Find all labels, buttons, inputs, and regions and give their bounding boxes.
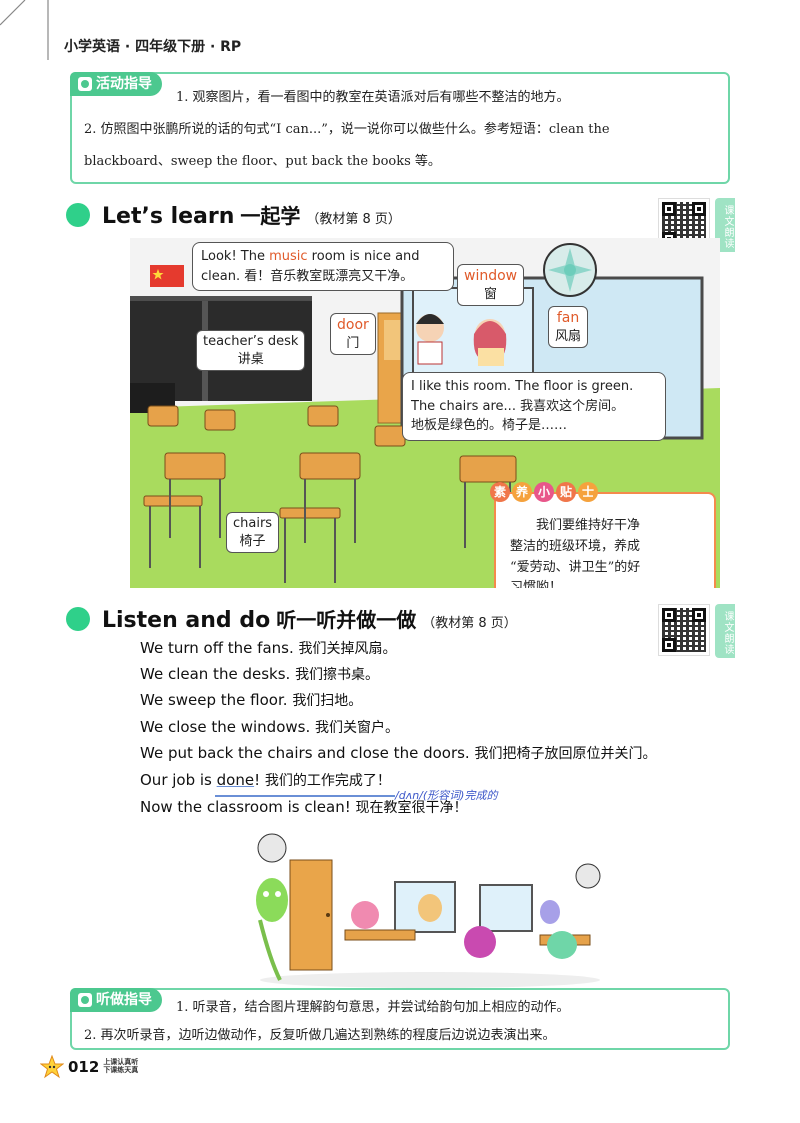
- page-footer: 012 上课认真听 下课练天真: [40, 1055, 138, 1079]
- rhyme-line: We clean the desks. 我们擦书桌。: [140, 665, 380, 683]
- activity-guide-line-2: 2. 仿照图中张鹏所说的话的句式“I can...”，说一说你可以做些什么。参考…: [84, 122, 610, 137]
- monsters-cleaning-illustration: [256, 833, 601, 988]
- rhyme-line: We put back the chairs and close the doo…: [140, 744, 657, 762]
- rhyme-line: Our job is done! 我们的工作完成了！: [140, 771, 391, 789]
- audio-side-tab[interactable]: 课文朗读: [715, 604, 735, 658]
- word-done-annotation: /dʌn/(形容词)完成的: [395, 789, 498, 802]
- section-bullet-icon: [66, 606, 90, 631]
- page-number: 012: [68, 1058, 100, 1076]
- label-window: window 窗: [457, 264, 525, 307]
- listen-do-textbook-ref: （教材第 8 页）: [422, 616, 517, 631]
- rhyme-line: Now the classroom is clean! 现在教室很干净！: [140, 798, 468, 816]
- activity-guide-tag: 活动指导: [70, 72, 162, 96]
- page-corner-decoration: [0, 0, 49, 60]
- activity-guide-box: 活动指导 1. 观察图片，看一看图中的教室在英语派对后有哪些不整洁的地方。 2.…: [70, 72, 730, 184]
- label-chairs: chairs 椅子: [226, 512, 280, 554]
- word-done: done: [216, 771, 255, 789]
- rhyme-line: We close the windows. 我们关窗户。: [140, 718, 400, 736]
- rhyme-line: We sweep the floor. 我们扫地。: [140, 691, 363, 709]
- literacy-tips-tag: 素 养 小 贴 士: [490, 482, 598, 502]
- star-mascot-icon: [40, 1055, 64, 1079]
- listen-do-title-cn: 听一听并做一做: [276, 608, 417, 632]
- lets-learn-title-en: Let’s learn: [102, 204, 235, 229]
- pencil-icon: [78, 993, 92, 1007]
- annotation-underline: [215, 795, 395, 797]
- listen-guide-tag: 听做指导: [70, 988, 162, 1012]
- lets-learn-title: Let’s learn 一起学 （教材第 8 页）: [66, 200, 401, 229]
- lets-learn-textbook-ref: （教材第 8 页）: [306, 212, 401, 227]
- classroom-illustration: Look! The music room is nice and clean. …: [130, 238, 720, 588]
- label-fan: fan 风扇: [548, 306, 589, 349]
- speech-bubble-music-room: Look! The music room is nice and clean. …: [192, 242, 454, 291]
- rhyme-line: We turn off the fans. 我们关掉风扇。: [140, 639, 397, 657]
- activity-guide-line-1: 1. 观察图片，看一看图中的教室在英语派对后有哪些不整洁的地方。: [176, 90, 570, 105]
- listen-do-title-en: Listen and do: [102, 608, 271, 633]
- pencil-icon: [78, 77, 92, 91]
- speech-bubble-like-room: I like this room. The floor is green. Th…: [402, 372, 666, 441]
- qr-code-icon[interactable]: [658, 604, 710, 656]
- label-teachers-desk: teacher’s desk 讲桌: [196, 330, 306, 372]
- listen-guide-box: 听做指导 1. 听录音，结合图片理解韵句意思，并尝试给韵句加上相应的动作。 2.…: [70, 988, 730, 1050]
- literacy-tips-box: 素 养 小 贴 士 我们要维持好干净 整洁的班级环境，养成 “爱劳动、讲卫生”的…: [490, 482, 716, 588]
- listen-guide-line-1: 1. 听录音，结合图片理解韵句意思，并尝试给韵句加上相应的动作。: [176, 1000, 570, 1015]
- audio-side-tab[interactable]: 课文朗读: [715, 198, 735, 252]
- book-header: 小学英语 · 四年级下册 · RP: [64, 39, 242, 55]
- activity-guide-line-3: blackboard、sweep the floor、put back the …: [84, 154, 441, 169]
- listen-guide-line-2: 2. 再次听录音，边听边做动作，反复听做几遍达到熟练的程度后边说边表演出来。: [84, 1028, 556, 1043]
- footer-slogan: 上课认真听 下课练天真: [103, 1058, 139, 1074]
- label-door: door 门: [330, 313, 376, 356]
- lets-learn-title-cn: 一起学: [240, 204, 301, 228]
- activity-guide-tag-label: 活动指导: [96, 76, 152, 92]
- section-bullet-icon: [66, 202, 90, 227]
- listen-guide-tag-label: 听做指导: [96, 992, 152, 1008]
- listen-do-title: Listen and do 听一听并做一做 （教材第 8 页）: [66, 604, 517, 633]
